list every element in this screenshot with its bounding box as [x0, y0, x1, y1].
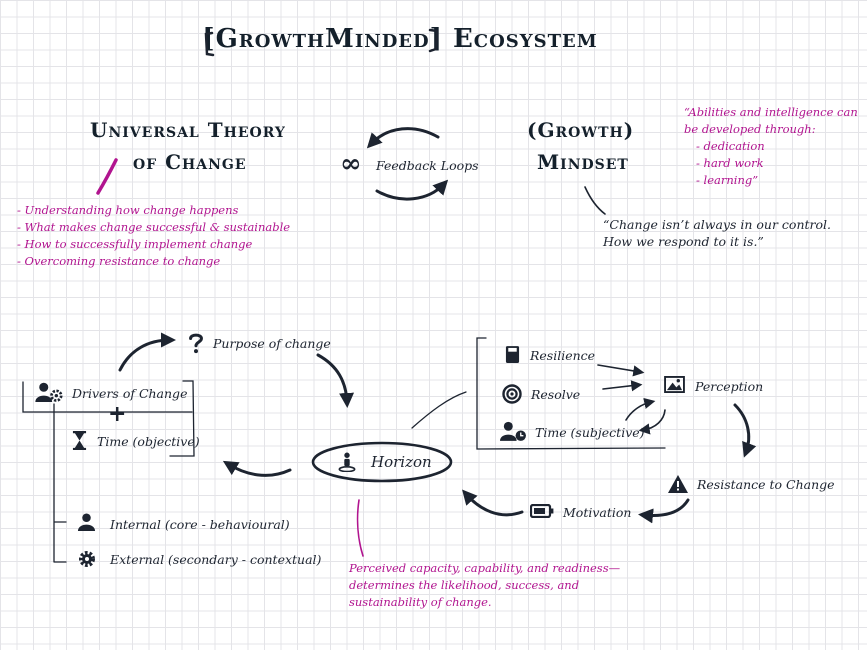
- user-clock-icon: [500, 421, 526, 441]
- target-icon: [502, 384, 522, 404]
- horizon-note-line1: Perceived capacity, capability, and read…: [349, 561, 621, 575]
- arrow-drivers-to-purpose: [118, 332, 176, 372]
- theory-heading-line1: Universal Theory: [90, 118, 286, 142]
- time-objective-label: Time (objective): [97, 434, 200, 449]
- perception-label: Perception: [695, 379, 764, 394]
- time-subjective-label: Time (subjective): [535, 425, 645, 440]
- infinity-icon: ∞: [340, 149, 362, 179]
- arrow-purpose-to-horizon: [316, 353, 355, 408]
- arrow-horizon-to-drivers: [222, 460, 292, 477]
- theory-point-4: - Overcoming resistance to change: [17, 254, 221, 268]
- battery-icon: [530, 504, 554, 518]
- user-icon: [77, 513, 96, 532]
- arrow-resistance-to-motivation: [638, 498, 690, 524]
- warning-icon: [668, 475, 688, 493]
- theory-point-1: - Understanding how change happens: [17, 203, 239, 217]
- page-title: [GrowthMinded] Ecosystem: [202, 24, 598, 54]
- abilities-line1: “Abilities and intelligence can: [684, 105, 858, 119]
- feedback-arrow-bottom: [375, 179, 449, 201]
- mindset-heading-line1: (Growth): [527, 118, 635, 142]
- feedback-arrow-top: [366, 127, 440, 149]
- abilities-item-dedication: - dedication: [696, 139, 765, 153]
- abilities-item-learning: - learning”: [696, 173, 759, 187]
- mindset-quote-line1: “Change isn’t always in our control.: [603, 217, 831, 232]
- abilities-item-hard-work: - hard work: [696, 156, 764, 170]
- resolve-label: Resolve: [531, 387, 581, 402]
- gear-icon: [79, 551, 95, 567]
- abilities-line2: be developed through:: [684, 122, 816, 136]
- horizon-note-line3: sustainability of change.: [349, 595, 492, 609]
- theory-point-3: - How to successfully implement change: [17, 237, 253, 251]
- theory-point-2: - What makes change successful & sustain…: [17, 220, 291, 234]
- drivers-of-change-label: Drivers of Change: [72, 386, 188, 401]
- feedback-loops-label: Feedback Loops: [376, 158, 479, 173]
- arrow-motivation-to-horizon: [462, 489, 524, 517]
- mindset-heading-line2: Mindset: [537, 150, 629, 174]
- image-icon: [664, 376, 685, 393]
- internal-driver-label: Internal (core - behavioural): [110, 517, 290, 532]
- glass-icon: [505, 346, 520, 363]
- resilience-label: Resilience: [530, 348, 596, 363]
- person-pin-icon: [338, 452, 356, 472]
- theory-heading-line2: of Change: [133, 150, 247, 174]
- horizon-label: Horizon: [371, 453, 432, 471]
- motivation-label: Motivation: [563, 505, 632, 520]
- hourglass-icon: [72, 431, 87, 450]
- resistance-to-change-label: Resistance to Change: [697, 477, 835, 492]
- arrow-perception-to-resistance: [733, 403, 757, 458]
- horizon-note-line2: determines the likelihood, success, and: [349, 578, 580, 592]
- external-driver-label: External (secondary - contextual): [110, 552, 322, 567]
- user-gear-icon: [35, 382, 63, 402]
- question-mark-icon: [189, 333, 203, 354]
- purpose-of-change-label: Purpose of change: [213, 336, 331, 351]
- horizon-ellipse: [311, 441, 453, 483]
- plus-sign: +: [108, 401, 127, 427]
- mindset-quote-line2: How we respond to it is.”: [603, 234, 764, 249]
